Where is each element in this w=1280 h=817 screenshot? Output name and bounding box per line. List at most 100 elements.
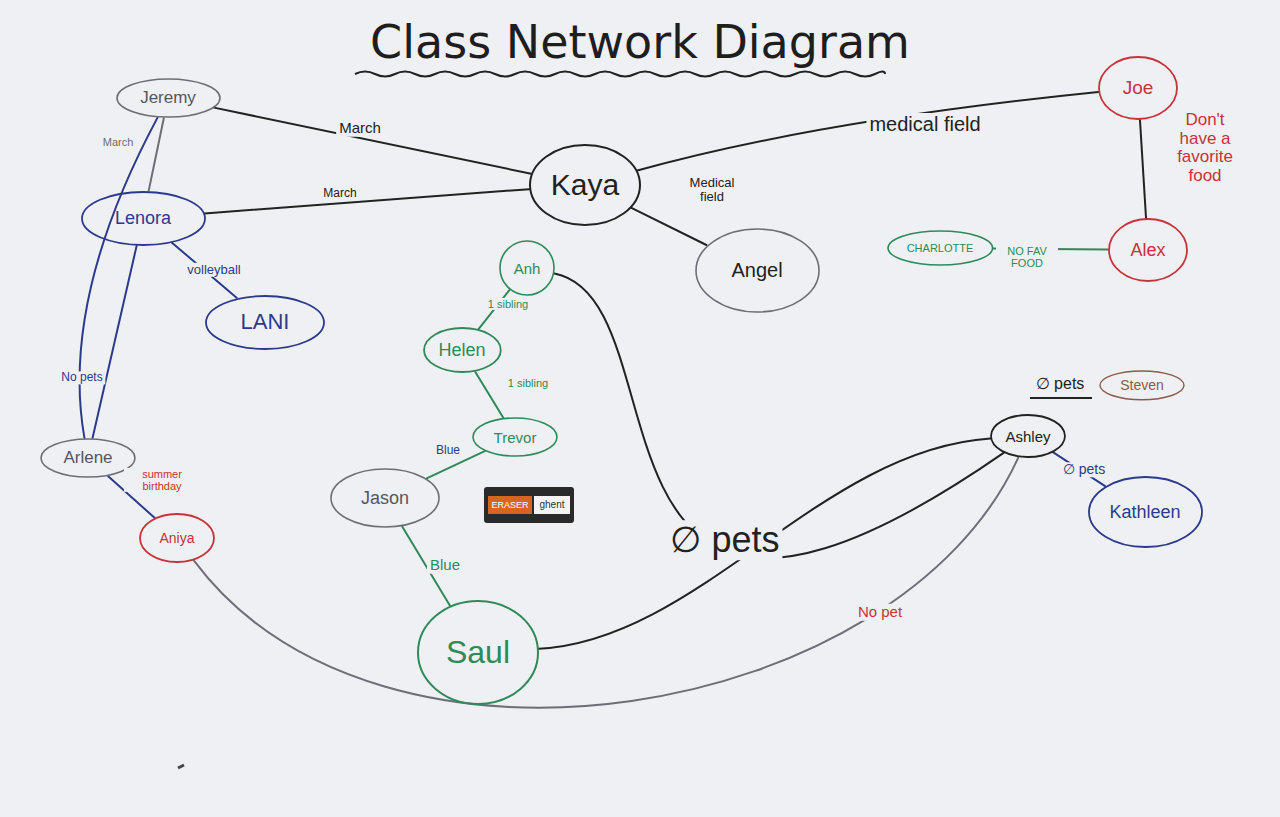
connector-path <box>1140 120 1146 218</box>
person-name-box: Jason <box>361 488 409 509</box>
person-name-box: Alex <box>1130 240 1165 261</box>
connector-line <box>194 457 1019 707</box>
person-name: Angel <box>731 259 782 282</box>
title-underline <box>355 72 885 77</box>
person-ellipse: Joe <box>1098 56 1178 120</box>
person-name: CHARLOTTE <box>907 242 974 254</box>
person-name: Jeremy <box>140 88 196 108</box>
person-name-box: Kaya <box>551 168 619 202</box>
connector-path <box>539 439 990 649</box>
connector-line <box>631 208 706 245</box>
person-ellipse: Steven <box>1099 370 1185 401</box>
person-ellipse: Trevor <box>472 417 558 457</box>
connector-label: No pets <box>58 371 105 384</box>
person-ellipse: Ashley <box>990 414 1066 458</box>
connector-line <box>1140 120 1146 218</box>
person-ellipse: CHARLOTTE <box>887 230 994 266</box>
person-name-box: Jeremy <box>140 88 196 108</box>
person-name: LANI <box>241 309 290 335</box>
connector-line <box>475 372 503 418</box>
person-ellipse: Anh <box>499 240 555 296</box>
person-ellipse: Kaya <box>529 144 641 226</box>
note-label: ∅ pets <box>1033 375 1088 393</box>
person-name: Kathleen <box>1109 502 1180 523</box>
connector-path <box>194 457 1019 707</box>
person-name-box: Saul <box>446 634 510 671</box>
person-ellipse: Saul <box>417 600 539 705</box>
connector-label: March <box>336 120 384 137</box>
person-name: Arlene <box>63 448 112 468</box>
marker-dot <box>178 765 184 768</box>
person-name: Kaya <box>551 168 619 202</box>
person-name-box: LANI <box>241 309 290 335</box>
person-name: Helen <box>438 340 485 361</box>
connector-path <box>214 108 531 174</box>
connector-path <box>475 372 503 418</box>
connector-path <box>554 273 1003 558</box>
connector-label: March <box>320 187 359 200</box>
eraser-picture: ERASERghent <box>484 487 574 523</box>
connector-path <box>205 189 530 213</box>
connector-label: summer birthday <box>124 468 200 492</box>
person-name-box: Steven <box>1120 377 1164 393</box>
connector-line <box>214 108 531 174</box>
person-ellipse: Alex <box>1108 218 1188 282</box>
connector-label: Don't have a favorite food <box>1168 111 1243 186</box>
connector-line <box>554 273 1003 558</box>
person-ellipse: Angel <box>695 228 820 313</box>
connector-line <box>93 245 137 438</box>
connector-label: medical field <box>866 113 983 135</box>
connector-line <box>539 439 990 649</box>
connector-label: 1 sibling <box>505 377 551 389</box>
person-name: Trevor <box>494 429 537 446</box>
connector-path <box>93 245 137 438</box>
person-name-box: Joe <box>1123 77 1154 99</box>
connector-path <box>637 92 1098 171</box>
connector-label: March <box>100 136 137 148</box>
person-name-box: Angel <box>731 259 782 282</box>
person-name: Ashley <box>1005 428 1050 445</box>
connector-line <box>637 92 1098 171</box>
connector-label: Blue <box>433 444 463 457</box>
connector-path <box>631 208 706 245</box>
connector-label: volleyball <box>184 263 243 277</box>
connector-path <box>80 118 158 438</box>
person-name-box: CHARLOTTE <box>907 242 974 254</box>
connector-label: Medical field <box>679 176 745 205</box>
person-ellipse: Lenora <box>81 191 206 246</box>
person-ellipse: Aniya <box>139 513 215 563</box>
person-name-box: Anh <box>514 260 541 277</box>
connector-label: ∅ pets <box>667 520 782 560</box>
person-name-box: Arlene <box>63 448 112 468</box>
person-name: Joe <box>1123 77 1154 99</box>
person-name-box: Ashley <box>1005 428 1050 445</box>
person-name: Saul <box>446 634 510 671</box>
connector-line <box>205 189 530 213</box>
connector-label: ∅ pets <box>1060 462 1108 477</box>
person-name-box: Trevor <box>494 429 537 446</box>
connector-label: No pet <box>855 604 905 621</box>
eraser-brand-text: ERASER <box>488 496 532 514</box>
person-name: Jason <box>361 488 409 509</box>
person-ellipse: Jason <box>330 468 440 528</box>
person-ellipse: Jeremy <box>116 78 221 118</box>
eraser-brand-text: ghent <box>534 496 570 514</box>
person-name-box: Helen <box>438 340 485 361</box>
person-name: Aniya <box>159 530 194 546</box>
person-ellipse: Arlene <box>40 438 136 478</box>
person-name-box: Kathleen <box>1109 502 1180 523</box>
person-name: Alex <box>1130 240 1165 261</box>
connector-line <box>80 118 158 438</box>
person-ellipse: Helen <box>423 327 502 373</box>
person-ellipse: Kathleen <box>1088 476 1203 548</box>
connector-label: NO FAV FOOD <box>996 245 1058 269</box>
person-ellipse: LANI <box>205 295 325 350</box>
person-name: Lenora <box>115 208 171 229</box>
connector-label: Blue <box>427 557 463 574</box>
person-name: Anh <box>514 260 541 277</box>
diagram-title: Class Network Diagram <box>370 15 910 69</box>
person-name-box: Lenora <box>115 208 171 229</box>
